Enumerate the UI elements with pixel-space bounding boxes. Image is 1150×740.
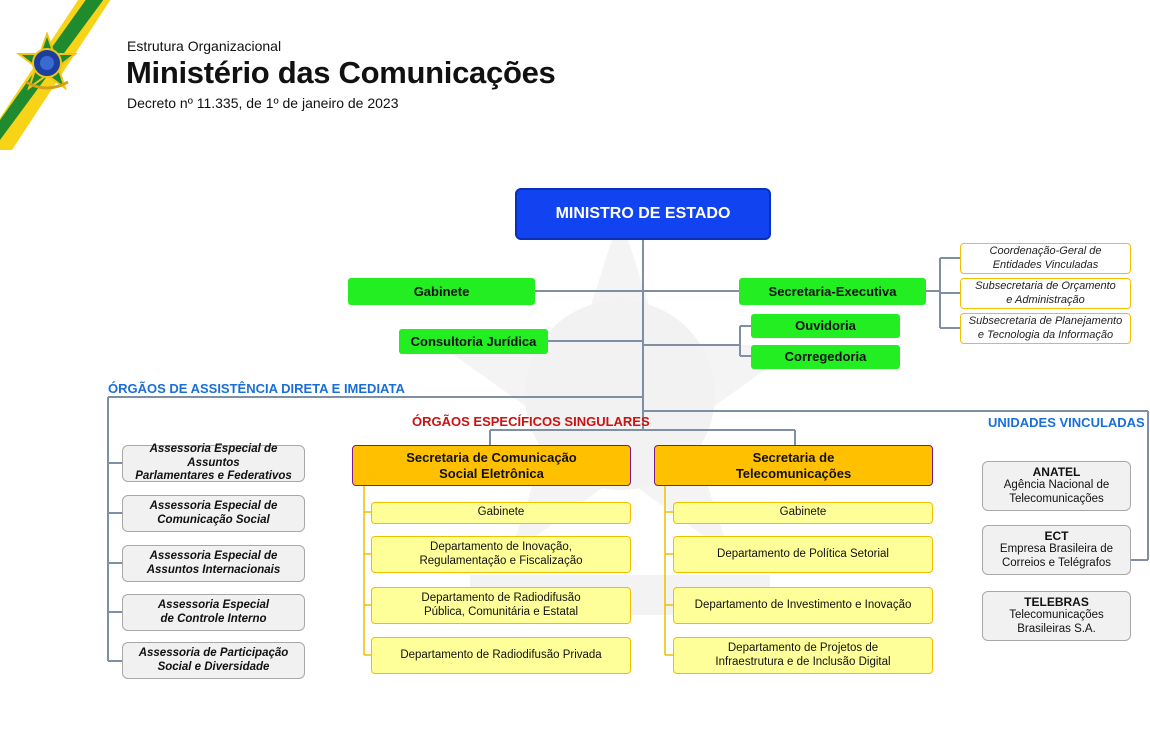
setel-gabinete-box: Gabinete (673, 502, 933, 524)
box-line: Assessoria de Participação (138, 646, 289, 659)
section-label-specific: ÓRGÃOS ESPECÍFICOS SINGULARES (412, 414, 650, 429)
box-line: Assessoria Especial de (149, 499, 278, 512)
box-line: Entidades Vinculadas (992, 258, 1099, 271)
box-line: Assessoria Especial de (149, 549, 278, 562)
box-line: Empresa Brasileira de (999, 543, 1114, 556)
secom-dep-inovacao-box: Departamento de Inovação, Regulamentação… (371, 536, 631, 573)
assessoria-internacionais-box: Assessoria Especial de Assuntos Internac… (122, 545, 305, 582)
setel-dep-investimento-box: Departamento de Investimento e Inovação (673, 587, 933, 624)
section-label-direct-assistance: ÓRGÃOS DE ASSISTÊNCIA DIRETA E IMEDIATA (108, 381, 405, 396)
ect-box: ECT Empresa Brasileira de Correios e Tel… (982, 525, 1131, 575)
section-label-linked: UNIDADES VINCULADAS (988, 415, 1145, 430)
secom-box: Secretaria de Comunicação Social Eletrôn… (352, 445, 631, 486)
box-line: Assessoria Especial (157, 598, 270, 611)
telebras-box: TELEBRAS Telecomunicações Brasileiras S.… (982, 591, 1131, 641)
box-line: Coordenação-Geral de (989, 245, 1102, 258)
assessoria-parlamentares-box: Assessoria Especial de Assuntos Parlamen… (122, 442, 305, 483)
assessoria-comunicacao-box: Assessoria Especial de Comunicação Socia… (122, 495, 305, 532)
secom-dep-radiodifusao-publica-box: Departamento de Radiodifusão Pública, Co… (371, 587, 631, 624)
box-line: Parlamentares e Federativos (135, 470, 292, 483)
box-line: Subsecretaria de Planejamento (968, 315, 1123, 328)
setel-dep-politica-setorial-box: Departamento de Política Setorial (673, 536, 933, 573)
box-line: Social e Diversidade (157, 660, 270, 673)
setel-box: Secretaria de Telecomunicações (654, 445, 933, 486)
box-line: Telecomunicações (1009, 493, 1104, 506)
minister-box: MINISTRO DE ESTADO (515, 188, 771, 240)
box-line: Correios e Telégrafos (1001, 557, 1112, 570)
cg-entidades-vinculadas-box: Coordenação-Geral de Entidades Vinculada… (960, 243, 1131, 274)
corregedoria-box: Corregedoria (751, 345, 900, 369)
box-line: Subsecretaria de Orçamento (975, 280, 1116, 293)
subsecretaria-orcamento-box: Subsecretaria de Orçamento e Administraç… (960, 278, 1131, 309)
box-line: Telecomunicações (1009, 609, 1104, 622)
unit-abbr: TELEBRAS (1024, 595, 1089, 609)
setel-dep-projetos-box: Departamento de Projetos de Infraestrutu… (673, 637, 933, 674)
box-line: Assuntos Internacionais (146, 563, 281, 576)
box-line: Assessoria Especial de Assuntos (149, 442, 278, 469)
unit-abbr: ANATEL (1032, 465, 1081, 479)
box-line: e Administração (1006, 293, 1085, 306)
box-line: Comunicação Social (157, 513, 270, 526)
ouvidoria-box: Ouvidoria (751, 314, 900, 338)
gabinete-box: Gabinete (348, 278, 535, 305)
box-line: Social Eletrônica (439, 465, 544, 481)
box-line: Telecomunicações (735, 465, 852, 481)
secom-gabinete-box: Gabinete (371, 502, 631, 524)
box-line: Brasileiras S.A. (1017, 623, 1096, 636)
box-line: Regulamentação e Fiscalização (419, 554, 583, 567)
box-line: Departamento de Radiodifusão (421, 591, 581, 604)
assessoria-controle-interno-box: Assessoria Especial de Controle Interno (122, 594, 305, 631)
box-line: e Tecnologia da Informação (977, 328, 1114, 341)
secom-dep-radiodifusao-privada-box: Departamento de Radiodifusão Privada (371, 637, 631, 674)
box-line: Agência Nacional de (1003, 479, 1110, 492)
box-line: Secretaria de Comunicação (406, 449, 577, 465)
decree-text: Decreto nº 11.335, de 1º de janeiro de 2… (127, 95, 399, 111)
box-line: Secretaria de (752, 449, 835, 465)
page-subtitle: Estrutura Organizacional (127, 38, 282, 54)
consultoria-juridica-box: Consultoria Jurídica (399, 329, 548, 354)
box-line: Infraestrutura e de Inclusão Digital (715, 655, 891, 668)
assessoria-participacao-box: Assessoria de Participação Social e Dive… (122, 642, 305, 679)
brasao-emblem-icon (16, 32, 78, 91)
box-line: Departamento de Projetos de (727, 641, 879, 654)
secretaria-executiva-box: Secretaria-Executiva (739, 278, 926, 305)
box-line: Departamento de Inovação, (430, 540, 572, 553)
box-line: Pública, Comunitária e Estatal (423, 605, 579, 618)
anatel-box: ANATEL Agência Nacional de Telecomunicaç… (982, 461, 1131, 511)
page-title: Ministério das Comunicações (126, 55, 556, 90)
unit-abbr: ECT (1044, 529, 1069, 543)
subsecretaria-planejamento-box: Subsecretaria de Planejamento e Tecnolog… (960, 313, 1131, 344)
box-line: de Controle Interno (160, 612, 267, 625)
